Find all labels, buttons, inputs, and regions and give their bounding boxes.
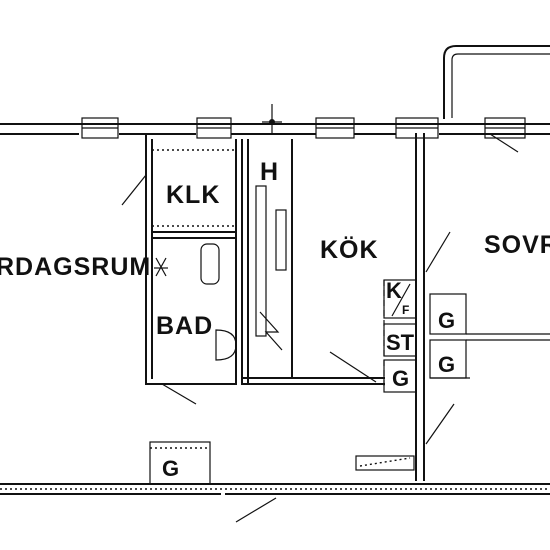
- label-g-lower: G: [438, 352, 455, 377]
- door-swing-bedroom-lower: [425, 403, 455, 445]
- hall-column: [247, 139, 293, 385]
- label-g-kitchen: G: [392, 366, 409, 391]
- shower-icon: [154, 257, 168, 277]
- label-kf-k: K: [386, 278, 402, 303]
- door-swing-kitchen: [329, 351, 377, 383]
- toilet-icon: [215, 329, 237, 361]
- exterior-wall-bottom: [0, 483, 550, 495]
- window-top-2: [196, 117, 232, 139]
- cabinet-g-bottom: [149, 441, 211, 485]
- cabinet-g-upper: [429, 293, 467, 335]
- exterior-wall-top: [0, 123, 550, 135]
- label-kok: KÖK: [320, 235, 379, 264]
- door-swing-living: [121, 174, 147, 206]
- bedroom-partition: [430, 333, 550, 379]
- label-h: H: [260, 158, 279, 186]
- window-top-1: [81, 117, 119, 139]
- door-swing-top-right: [489, 133, 519, 153]
- bathroom-block: [145, 133, 243, 385]
- label-sovrum: SOVR: [484, 231, 550, 259]
- label-vardagsrum: RDAGSRUM: [0, 253, 151, 281]
- cabinet-kf: [383, 279, 417, 319]
- door-swing-bedroom: [425, 231, 451, 273]
- label-kf-f: F: [402, 303, 409, 317]
- cabinet-g-kitchen: [383, 359, 417, 393]
- door-swing-bath: [161, 383, 197, 405]
- label-g-bottom: G: [162, 456, 179, 481]
- window-top-3: [315, 117, 355, 139]
- door-swing-entrance: [235, 497, 277, 523]
- vent-marker: [262, 104, 282, 134]
- label-bad: BAD: [156, 312, 213, 340]
- kitchen-wall-bottom: [241, 377, 385, 385]
- cabinet-st: [383, 323, 417, 357]
- label-g-upper: G: [438, 308, 455, 333]
- label-klk: KLK: [166, 181, 220, 209]
- balcony-outline: [443, 45, 550, 119]
- label-st: ST: [386, 330, 415, 355]
- sink-icon: [200, 243, 220, 285]
- radiator: [355, 455, 415, 471]
- window-top-5: [484, 117, 526, 139]
